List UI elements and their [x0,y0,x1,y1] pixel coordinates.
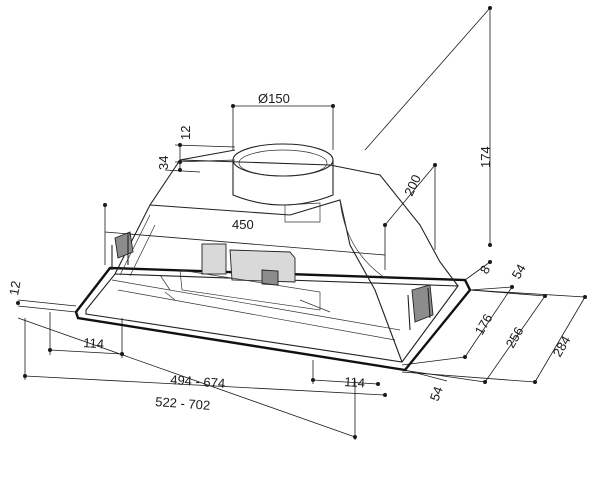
duct-collar [232,143,334,223]
hood-body [74,143,472,372]
casing-front-curve [339,199,386,279]
label-left-114: 114 [83,335,105,351]
motor-unit [159,243,331,313]
collar-tab [284,202,321,223]
dimension-lines [16,6,587,440]
label-right-176: 176 [472,311,496,337]
label-collar-offset: 34 [156,156,171,170]
label-right-8: 8 [477,263,494,277]
label-collar-height: 12 [178,126,193,140]
casing-base-line [111,279,401,341]
casing-back-edge [179,159,459,287]
label-right-284: 284 [550,333,574,359]
wiring [159,274,331,313]
bottom-flange-inner [85,273,460,363]
label-duct-depth: 200 [401,172,424,198]
label-height-total: 174 [478,146,493,168]
label-width-range-inner: 494 - 674 [170,372,226,391]
motor-connector [261,269,279,286]
casing-left-wall [114,149,236,275]
right-clamp [407,284,434,331]
label-right-54-top: 54 [509,261,529,281]
label-right-114: 114 [344,374,366,390]
dimension-labels: Ø150 174 12 34 200 450 12 8 54 176 256 2… [6,91,573,413]
label-right-54-bottom: 54 [427,384,446,403]
label-width-range-outer: 522 - 702 [155,394,211,413]
capacitor [201,243,227,275]
motor-housing [229,249,296,283]
casing-front-edge [149,199,403,363]
left-clamp [111,231,134,270]
control-board [179,269,321,311]
collar-inner-ellipse [238,149,328,177]
label-flange-left: 12 [6,280,23,297]
label-inner-width: 450 [232,217,254,232]
collar-body [232,160,334,206]
label-duct-diameter: Ø150 [258,91,290,106]
casing-inner-left [119,214,156,277]
